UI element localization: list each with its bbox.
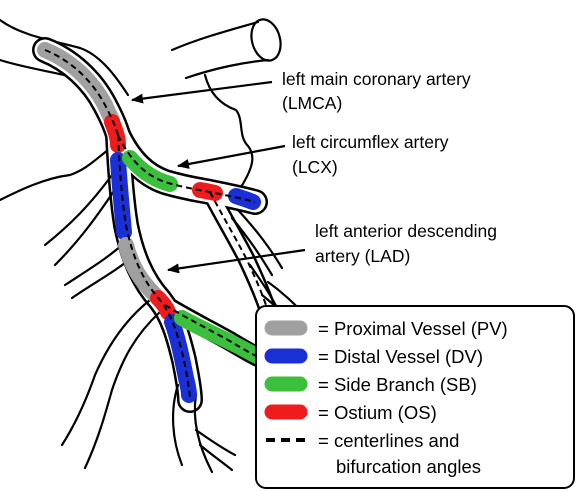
lcx-label-line1: left circumflex artery (292, 132, 449, 152)
legend-label-dv: = Distal Vessel (DV) (318, 346, 483, 367)
lmca-label-line2: (LMCA) (282, 93, 342, 113)
aorta-outline (172, 16, 285, 78)
lcx-label-line2: (LCX) (292, 157, 338, 177)
legend-label-pv: = Proximal Vessel (PV) (318, 318, 508, 339)
lmca-arrow (132, 82, 272, 100)
legend-label-os: = Ostium (OS) (318, 402, 437, 423)
lmca-label-line1: left main coronary artery (282, 69, 471, 89)
lad-label-line2: artery (LAD) (315, 246, 410, 266)
lad-label-line1: left anterior descending (315, 221, 497, 241)
legend-label-centerline-line1: = centerlines and (318, 430, 459, 451)
legend-label-centerline-line2: bifurcation angles (336, 456, 481, 477)
legend-label-sb: = Side Branch (SB) (318, 374, 477, 395)
lcx-arrow (178, 146, 285, 166)
legend: = Proximal Vessel (PV) = Distal Vessel (… (256, 306, 574, 488)
